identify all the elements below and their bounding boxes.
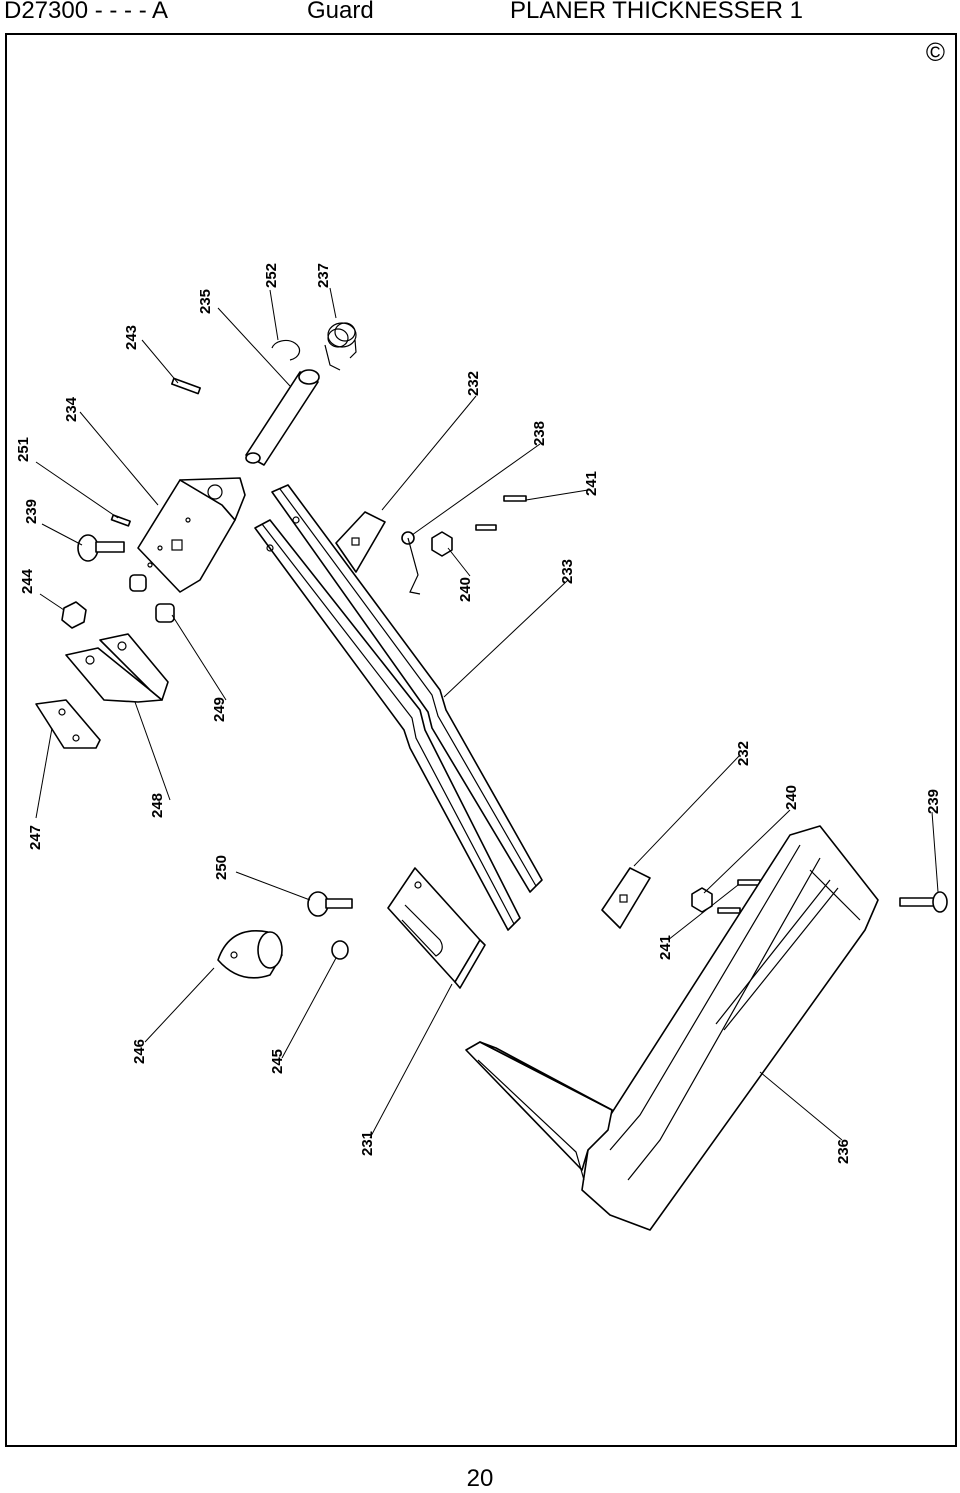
part-233-fence-rails: [254, 484, 543, 931]
callout-235: 235: [197, 289, 214, 314]
part-244-hex-nut: [61, 601, 87, 629]
part-245-washer: [331, 940, 349, 960]
callout-234: 234: [63, 396, 80, 422]
callout-233: 233: [559, 559, 576, 584]
callout-231: 231: [359, 1131, 376, 1156]
part-240-nut-upper: [431, 531, 453, 557]
part-238-lever: [401, 531, 421, 595]
callout-248: 248: [149, 793, 166, 818]
page-number: 20: [466, 1465, 494, 1492]
callout-240-lower: 240: [783, 785, 800, 810]
callout-239-upper: 239: [23, 499, 40, 524]
part-246-cam-knob: [217, 930, 283, 979]
callout-241-lower: 241: [657, 935, 674, 960]
callout-243: 243: [123, 325, 140, 350]
part-231-slotted-plate: [387, 867, 486, 989]
part-250-knob-screw: [307, 891, 353, 917]
part-235-pivot-pin: [245, 369, 320, 466]
callout-247: 247: [27, 825, 44, 850]
part-248-hinge-bracket: [65, 633, 169, 703]
callout-246: 246: [131, 1039, 148, 1064]
callout-238: 238: [531, 421, 548, 446]
part-241-pin-lower-a: [737, 879, 761, 886]
callout-244: 244: [19, 568, 36, 594]
callout-250: 250: [213, 855, 230, 880]
part-252-circlip: [271, 339, 301, 361]
callout-232-upper: 232: [465, 371, 482, 396]
callout-239-lower: 239: [925, 789, 942, 814]
header-model-number: D27300 - - - - A: [4, 0, 169, 24]
part-239-knob-screw-upper: [77, 534, 125, 562]
callout-241-upper: 241: [583, 471, 600, 496]
diagram-frame: ©: [5, 33, 957, 1447]
callout-237: 237: [315, 263, 332, 288]
header-section-name: Guard: [307, 0, 374, 24]
callout-232-lower: 232: [735, 741, 752, 766]
part-239-screw-lower: [899, 891, 948, 913]
part-236-guard-body: [465, 825, 879, 1231]
callout-249: 249: [211, 697, 228, 722]
part-243-roll-pin: [171, 377, 201, 395]
callout-236: 236: [835, 1139, 852, 1164]
leader-lines: [35, 287, 939, 1141]
part-237-torsion-spring: [324, 322, 357, 371]
callout-252: 252: [263, 263, 280, 288]
part-247-plate: [35, 699, 101, 749]
callout-240-upper: 240: [457, 577, 474, 602]
part-241-pin-upper-a: [475, 524, 497, 531]
callout-245: 245: [269, 1049, 286, 1074]
part-232-clamp-block-lower: [601, 867, 651, 929]
part-spacer-b: [155, 603, 175, 623]
part-241-pin-lower-b: [717, 907, 741, 914]
part-spacer-a: [129, 574, 147, 592]
callout-251: 251: [15, 437, 32, 462]
copyright-symbol: ©: [925, 37, 945, 67]
part-251-roll-pin: [110, 514, 131, 527]
part-241-pin-upper-b: [503, 495, 527, 502]
part-234-bracket: [137, 477, 246, 593]
header-product-title: PLANER THICKNESSER 1: [510, 0, 803, 24]
part-232-clamp-block-upper: [335, 511, 386, 573]
callout-labels: 251 234 243 235 252 237 239 244 249 248 …: [15, 263, 942, 1164]
